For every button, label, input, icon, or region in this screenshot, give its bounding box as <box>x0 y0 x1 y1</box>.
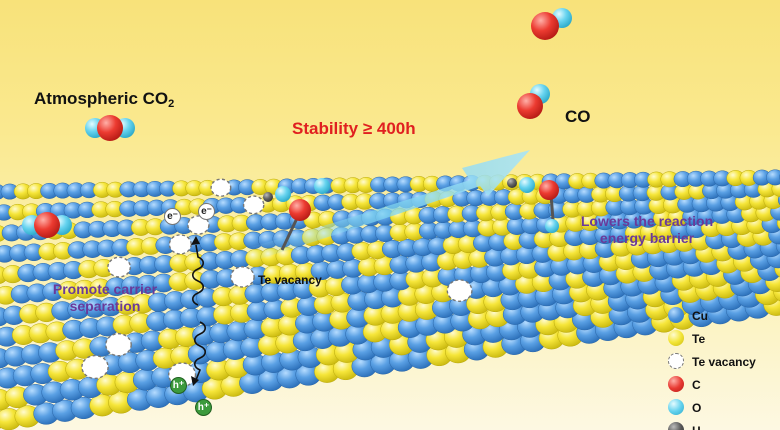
c-swatch <box>668 376 684 392</box>
carbon-atom <box>517 93 543 119</box>
lowers-barrier-label: Lowers the reaction energy barrier <box>580 213 714 246</box>
hole-badge: h⁺ <box>170 377 187 394</box>
carbon-atom <box>531 12 559 40</box>
promote-carrier-separation-label: Promote carrier separation <box>52 281 158 314</box>
hole-path-spiral <box>193 321 207 381</box>
electron-badge: e⁻ <box>164 208 181 225</box>
cu-atom <box>766 169 780 186</box>
h-swatch <box>668 422 684 430</box>
electron-badge: e⁻ <box>198 203 215 220</box>
te-vacancy-label: Te vacancy <box>258 273 322 287</box>
te-vacancy-site <box>230 266 255 288</box>
electron-arrowhead <box>191 236 200 245</box>
te-vacancy-site <box>81 354 109 380</box>
electron-path-spiral <box>191 244 205 306</box>
oxygen-atom <box>314 178 330 194</box>
reaction-flow-arrow <box>240 150 530 262</box>
carbon-atom <box>539 180 559 200</box>
overlay <box>191 150 530 386</box>
o-swatch <box>668 399 684 415</box>
nanowire-atoms <box>0 169 780 430</box>
stability-label: Stability ≥ 400h <box>292 119 416 138</box>
hole-arrowhead <box>191 376 199 386</box>
oxygen-atom <box>519 177 535 193</box>
molecules <box>22 8 572 251</box>
te-vacancy-site <box>242 195 265 215</box>
atmospheric-co2-label: Atmospheric CO2 <box>34 89 175 110</box>
te-vacancy-site <box>105 333 132 357</box>
hole-badge: h⁺ <box>195 399 212 416</box>
carbon-atom <box>97 115 123 141</box>
co-product-label: CO <box>565 107 591 126</box>
te-vacancy-site <box>107 256 132 278</box>
hydrogen-atom <box>263 192 273 202</box>
oxygen-atom <box>275 186 291 202</box>
carbon-atom <box>289 199 311 221</box>
oxygen-atom <box>545 219 559 233</box>
te-vacancy-site <box>446 279 473 302</box>
te-vacancy-site <box>210 178 232 197</box>
te-vacancy-site <box>168 234 192 255</box>
cu-swatch <box>668 307 684 323</box>
hydrogen-atom <box>507 178 517 188</box>
te-vacancy-swatch <box>668 353 684 369</box>
te-swatch <box>668 330 684 346</box>
carbon-atom <box>34 212 60 238</box>
